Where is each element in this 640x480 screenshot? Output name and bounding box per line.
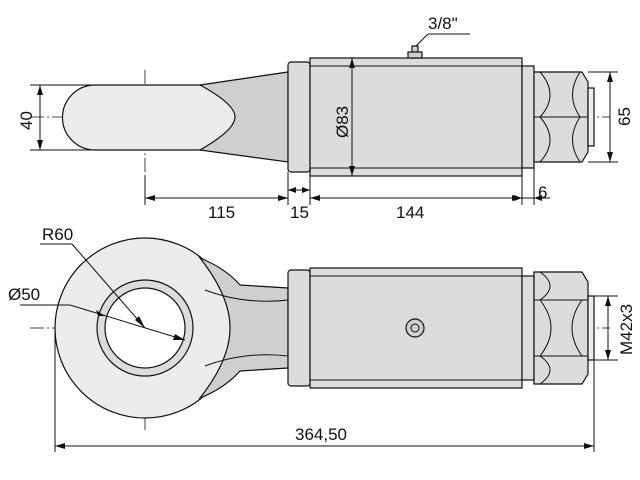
eye-width-label: 40 [17,111,36,130]
thread-stub [587,87,595,147]
collar [287,61,311,173]
body-diameter-label: Ø83 [333,106,352,138]
overall-length-label: 364,50 [295,425,347,444]
len-eye-label: 115 [208,203,235,222]
len-nut-gap-label: 6 [538,183,547,202]
side-spacer-ring [521,275,535,381]
len-body-label: 144 [396,203,424,222]
side-grease-fitting [405,318,425,338]
bore-diameter-label: Ø50 [8,285,40,304]
eye-neck [198,256,289,400]
side-view: R60 Ø50 M42x3 364,50 [8,225,636,452]
eye-shank [198,71,289,163]
eye-radius-label: R60 [42,225,73,244]
fitting-thread-label: 3/8" [428,14,458,33]
side-collar [287,269,311,387]
thread-label: M42x3 [617,304,636,355]
spacer-ring [521,65,535,169]
len-collar-label: 15 [290,203,309,222]
top-view: 3/8" 40 Ø83 65 [17,14,634,222]
side-hex-nut [533,271,589,385]
nut-size-label: 65 [615,107,634,126]
side-thread-stub [587,295,595,361]
